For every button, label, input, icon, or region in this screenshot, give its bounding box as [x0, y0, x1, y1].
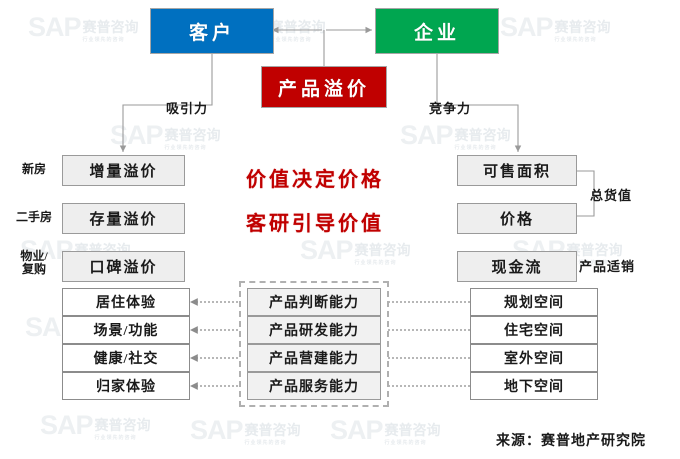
node-cash-flow-label: 现金流	[491, 260, 543, 276]
node-stock-premium-label: 存量溢价	[89, 212, 158, 228]
row-label-new-house: 新房	[21, 162, 46, 176]
edge-label-competitiveness: 竞争力	[429, 101, 472, 116]
edge-label-total-value: 总货值	[590, 188, 633, 203]
node-residential-space-label: 住宅空间	[504, 324, 564, 339]
node-residential-space[interactable]: 住宅空间	[470, 316, 598, 344]
edge-customer-to-left-column	[119, 54, 213, 152]
node-planning-space-label: 规划空间	[504, 296, 564, 311]
node-planning-space[interactable]: 规划空间	[470, 288, 598, 316]
node-product-service-label: 产品服务能力	[269, 380, 359, 395]
node-product-premium[interactable]: 产品溢价	[261, 66, 387, 108]
node-reputation-premium-label: 口碑溢价	[89, 260, 158, 276]
node-product-service[interactable]: 产品服务能力	[247, 372, 381, 400]
node-product-construction-label: 产品营建能力	[269, 352, 359, 367]
node-outdoor-space[interactable]: 室外空间	[470, 344, 598, 372]
node-sellable-area[interactable]: 可售面积	[457, 155, 577, 186]
node-living-experience[interactable]: 居住体验	[62, 288, 190, 316]
node-product-judgement-label: 产品判断能力	[269, 296, 359, 311]
node-product-rd[interactable]: 产品研发能力	[247, 316, 381, 344]
node-product-judgement[interactable]: 产品判断能力	[247, 288, 381, 316]
row-label-property-repurchase: 物业/ 复购	[20, 249, 48, 276]
slogan-line-1: 价值决定价格	[246, 169, 384, 191]
node-homecoming-experience-label: 归家体验	[96, 380, 156, 395]
node-homecoming-experience[interactable]: 归家体验	[62, 372, 190, 400]
node-enterprise[interactable]: 企业	[375, 8, 499, 54]
source-note: 来源：赛普地产研究院	[496, 434, 646, 449]
node-enterprise-label: 企业	[413, 22, 460, 44]
node-product-construction[interactable]: 产品营建能力	[247, 344, 381, 372]
node-stock-premium[interactable]: 存量溢价	[62, 203, 185, 234]
node-living-experience-label: 居住体验	[96, 296, 156, 311]
row-label-second-hand: 二手房	[15, 210, 52, 224]
edge-label-marketability: 产品适销	[579, 259, 636, 274]
node-cash-flow[interactable]: 现金流	[457, 251, 577, 282]
node-scene-function[interactable]: 场景/功能	[62, 316, 190, 344]
node-underground-space-label: 地下空间	[504, 380, 564, 395]
node-price[interactable]: 价格	[457, 203, 577, 234]
node-customer-label: 客户	[188, 22, 235, 44]
node-incremental-premium-label: 增量溢价	[89, 164, 158, 180]
node-customer[interactable]: 客户	[150, 8, 274, 54]
edge-label-attraction: 吸引力	[166, 101, 209, 116]
node-health-social[interactable]: 健康/社交	[62, 344, 190, 372]
node-product-premium-label: 产品溢价	[277, 78, 370, 100]
node-underground-space[interactable]: 地下空间	[470, 372, 598, 400]
node-health-social-label: 健康/社交	[93, 352, 159, 367]
node-product-rd-label: 产品研发能力	[269, 324, 359, 339]
node-sellable-area-label: 可售面积	[482, 164, 551, 180]
node-incremental-premium[interactable]: 增量溢价	[62, 155, 185, 186]
edge-enterprise-to-right-column	[436, 54, 522, 152]
node-price-label: 价格	[499, 212, 534, 228]
edge-total-value-bracket	[577, 170, 595, 217]
slogan-line-2: 客研引导价值	[246, 213, 384, 235]
center-capability-frame	[239, 281, 389, 407]
node-outdoor-space-label: 室外空间	[504, 352, 564, 367]
node-reputation-premium[interactable]: 口碑溢价	[62, 251, 185, 282]
node-scene-function-label: 场景/功能	[93, 324, 159, 339]
